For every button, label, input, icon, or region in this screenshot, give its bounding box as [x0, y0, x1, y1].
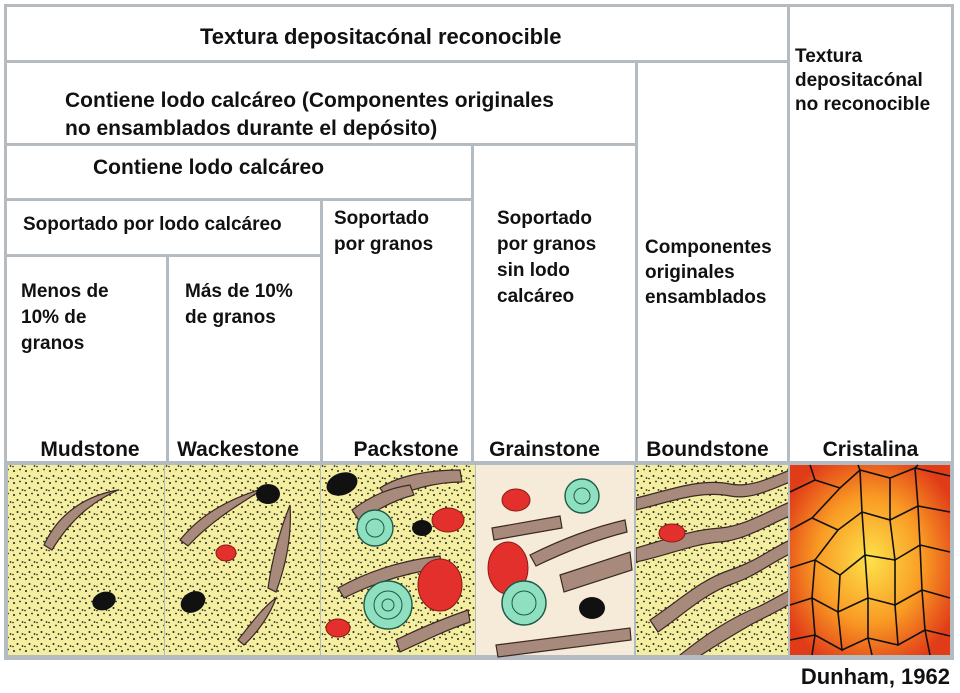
foraminifera [356, 509, 394, 547]
encrusting-layer [679, 590, 788, 655]
row2-mud-components-cell: Contiene lodo calcáreo (Componentes orig… [7, 63, 635, 143]
pellet [326, 472, 358, 496]
grainstone-description-text: Soportado por granos sin lodo calcáreo [497, 208, 597, 307]
header-recognizable-text: Textura depositacónal reconocible [200, 24, 562, 49]
row3-contains-mud-cell: Contiene lodo calcáreo [7, 146, 471, 198]
bioclast-shell [495, 627, 632, 658]
pellet [180, 591, 206, 613]
bioclast-shell [529, 519, 628, 567]
oolite [658, 523, 686, 543]
cristalina-panel [790, 465, 950, 655]
row4-mud-supported-cell: Soportado por lodo calcáreo [7, 201, 320, 254]
foraminifera [564, 478, 600, 514]
wackestone-description-cell: Más de 10% de granos [169, 257, 320, 435]
boundstone-description-cell: Componentes originales ensamblados [638, 63, 787, 435]
encrusting-layer [649, 540, 788, 633]
label-mudstone: Mudstone [40, 438, 140, 461]
row3-contains-mud-text: Contiene lodo calcáreo [93, 156, 325, 179]
packstone-description-text: Soportado por granos [334, 208, 434, 255]
bioclast-shell [267, 504, 291, 593]
pellet [256, 484, 280, 504]
label-wackestone: Wackestone [177, 438, 299, 461]
bioclast-shell [43, 489, 119, 551]
wackestone-description-text: Más de 10% de granos [185, 281, 293, 328]
row2-mud-components-text: Contiene lodo calcáreo (Componentes orig… [65, 89, 554, 140]
header-not-recognizable-text: Textura depositacónal no reconocible [795, 46, 931, 115]
label-packstone: Packstone [353, 438, 459, 461]
oolite [501, 488, 531, 512]
pellet [579, 597, 605, 619]
citation-credit: Dunham, 1962 [800, 664, 950, 689]
pellet [92, 591, 116, 611]
oolite [325, 618, 351, 638]
mudstone-description-cell: Menos de 10% de granos [7, 257, 166, 435]
wackestone-panel [165, 465, 320, 655]
pellet [412, 520, 432, 536]
encrusting-layer [636, 470, 788, 511]
name-cell-boundstone [638, 435, 787, 461]
encrusting-layer [636, 502, 788, 563]
bioclast-shell [237, 596, 278, 646]
oolite [215, 544, 237, 562]
row4-mud-supported-text: Soportado por lodo calcáreo [23, 214, 282, 235]
foraminifera [501, 580, 547, 626]
name-cell-packstone [323, 435, 471, 461]
boundstone-description-text: Componentes originales ensamblados [645, 237, 772, 308]
label-grainstone: Grainstone [489, 438, 600, 461]
oolite [431, 507, 465, 533]
crystal-mosaic [789, 464, 951, 656]
bioclast-shell [395, 609, 471, 653]
name-cell-wackestone [169, 435, 320, 461]
header-not-recognizable-cell: Textura depositacónal no reconocible [790, 7, 951, 435]
packstone-description-cell: Soportado por granos [323, 201, 471, 435]
grainstone-description-cell: Soportado por granos sin lodo calcáreo [474, 146, 635, 435]
bioclast-shell [559, 551, 633, 593]
mudstone-description-text: Menos de 10% de granos [21, 281, 109, 354]
oolite [417, 558, 463, 612]
name-cell-grainstone [474, 435, 635, 461]
label-cristalina: Cristalina [822, 438, 919, 461]
bioclast-shell [491, 515, 563, 541]
mudstone-panel [8, 465, 164, 655]
name-cell-mudstone [7, 435, 166, 461]
name-cell-cristalina [790, 435, 951, 461]
foraminifera [363, 580, 413, 630]
label-boundstone: Boundstone [646, 438, 769, 461]
header-recognizable-cell: Textura depositacónal reconocible [7, 7, 787, 60]
